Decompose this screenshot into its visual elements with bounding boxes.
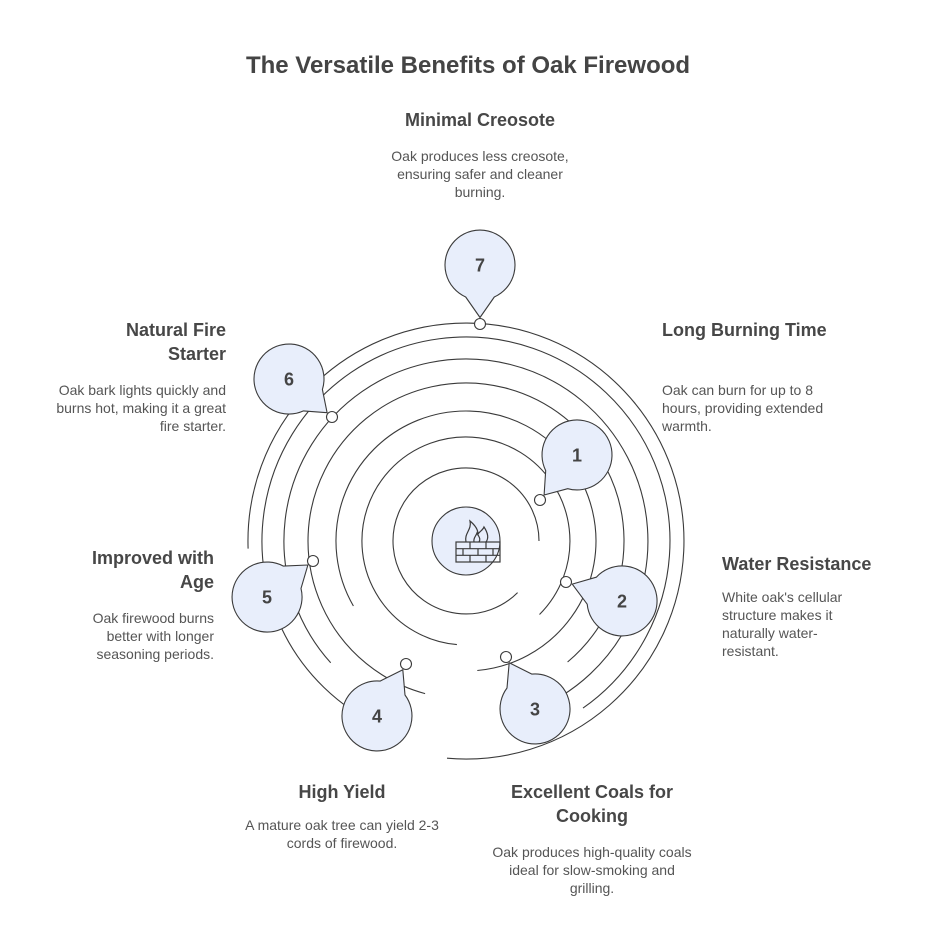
heading-2: Water Resistance (722, 554, 872, 574)
bubble-1: 1 (533, 419, 613, 507)
heading-1: Long Burning Time (662, 320, 827, 340)
bubble-number: 3 (530, 700, 540, 720)
bubble-7: 7 (444, 229, 516, 331)
description-2: White oak's cellular structure makes it … (722, 589, 843, 659)
orbit-arc-4 (307, 382, 625, 695)
bubble-number: 2 (617, 592, 627, 612)
bubble-number: 6 (284, 370, 294, 390)
orbit-arc-2 (361, 436, 571, 646)
bubble-6: 6 (253, 343, 339, 424)
heading-5: Improved with Age (91, 548, 214, 592)
orbit-node (325, 410, 339, 424)
bubble-shape (253, 343, 328, 415)
orbit-node (473, 317, 487, 331)
bubble-number: 5 (262, 588, 272, 608)
heading-6: Natural Fire Starter (125, 320, 226, 364)
bubble-number: 4 (372, 707, 382, 727)
bubble-shape (444, 229, 516, 319)
orbit-node (399, 657, 413, 671)
orbit-arc-1 (392, 467, 540, 615)
orbit-node (533, 493, 547, 507)
orbit-node (499, 650, 513, 664)
center-hub (431, 506, 501, 576)
orbit-node (306, 554, 320, 568)
bubble-shape (231, 561, 309, 633)
numbered-bubbles: 1 2 3 4 5 6 7 (231, 229, 658, 752)
orbit-arc-3 (335, 410, 597, 672)
bubble-number: 7 (475, 256, 485, 276)
diagram-title: The Versatile Benefits of Oak Firewood (245, 52, 691, 79)
description-7: Oak produces less creosote, ensuring saf… (391, 148, 569, 200)
description-5: Oak firewood burns better with longer se… (92, 610, 214, 662)
description-6: Oak bark lights quickly and burns hot, m… (56, 382, 226, 434)
fireplace-icon (455, 519, 501, 563)
description-4: A mature oak tree can yield 2-3 cords of… (245, 817, 439, 851)
bubble-3: 3 (499, 650, 571, 745)
bubble-shape (341, 669, 413, 752)
bubble-number: 1 (572, 446, 582, 466)
bubble-shape (499, 662, 571, 745)
orbit-node (559, 575, 573, 589)
description-3: Oak produces high-quality coals ideal fo… (492, 844, 692, 896)
description-1: Oak can burn for up to 8 hours, providin… (662, 382, 824, 434)
bubble-shape (541, 419, 613, 496)
heading-3: Excellent Coals for Cooking (510, 782, 674, 826)
bubble-4: 4 (341, 657, 413, 752)
bubble-5: 5 (231, 554, 320, 633)
bubble-2: 2 (559, 565, 658, 637)
heading-7: Minimal Creosote (404, 110, 556, 130)
heading-4: High Yield (298, 782, 386, 802)
bubble-shape (571, 565, 658, 637)
